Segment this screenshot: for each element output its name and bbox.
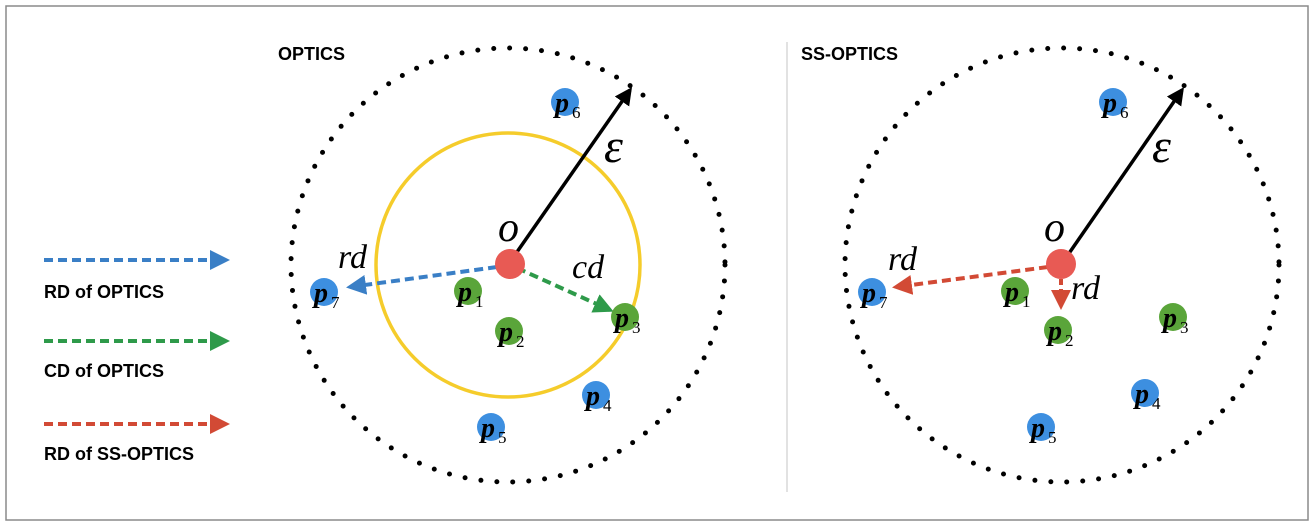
svg-text:p: p (553, 88, 569, 119)
svg-text:p: p (1029, 413, 1045, 444)
svg-text:2: 2 (516, 332, 525, 351)
svg-text:7: 7 (879, 293, 888, 312)
svg-text:1: 1 (475, 292, 484, 311)
ss-optics-epsilon-boundary (842, 45, 1282, 485)
svg-text:p: p (613, 303, 629, 334)
svg-text:2: 2 (1065, 331, 1074, 350)
optics-point-p5: p 5 (477, 413, 507, 447)
optics-rd-arrow (346, 265, 498, 295)
optics-point-p4: p 4 (582, 381, 612, 415)
ss-optics-rd-label-1: rd (888, 241, 918, 278)
svg-text:p: p (497, 317, 513, 348)
legend-rd-ss-optics-label: RD of SS-OPTICS (44, 444, 194, 464)
optics-rd-label: rd (338, 239, 368, 276)
legend: RD of OPTICS CD of OPTICS RD of SS-OPTIC… (44, 250, 230, 464)
svg-text:p: p (1046, 316, 1062, 347)
svg-text:6: 6 (1120, 103, 1129, 122)
optics-epsilon-boundary (288, 45, 728, 485)
ss-optics-epsilon-arrow (1061, 87, 1184, 263)
svg-text:7: 7 (331, 293, 340, 312)
svg-text:p: p (1133, 379, 1149, 410)
svg-text:3: 3 (1180, 318, 1189, 337)
svg-text:5: 5 (498, 428, 507, 447)
optics-panel-title: OPTICS (278, 44, 345, 64)
ss-optics-point-p2: p 2 (1044, 316, 1074, 350)
optics-point-p3: p 3 (611, 303, 641, 337)
ss-optics-epsilon-label: ε (1152, 120, 1171, 173)
figure-border (5, 5, 1309, 521)
ss-optics-point-p1: p 1 (1001, 277, 1031, 311)
svg-text:p: p (312, 278, 328, 309)
svg-text:p: p (456, 277, 472, 308)
ss-optics-point-p7: p 7 (858, 278, 888, 312)
optics-point-p2: p 2 (495, 317, 525, 351)
svg-text:p: p (1101, 88, 1117, 119)
svg-text:p: p (1161, 303, 1177, 334)
optics-epsilon-arrow (508, 87, 633, 264)
ss-optics-point-p4: p 4 (1131, 379, 1161, 413)
optics-point-p7: p 7 (310, 278, 340, 312)
ss-optics-point-p5: p 5 (1027, 413, 1057, 447)
legend-rd-optics-label: RD of OPTICS (44, 282, 164, 302)
optics-center-label: o (498, 205, 519, 251)
optics-core-distance-circle (374, 131, 642, 399)
optics-center-point (495, 249, 525, 279)
svg-text:5: 5 (1048, 428, 1057, 447)
ss-optics-rd-arrow-p7 (892, 265, 1049, 295)
svg-text:p: p (479, 413, 495, 444)
svg-text:1: 1 (1022, 292, 1031, 311)
svg-text:p: p (584, 381, 600, 412)
ss-optics-point-p6: p 6 (1099, 88, 1129, 122)
optics-point-p1: p 1 (454, 277, 484, 311)
optics-point-p6: p 6 (551, 88, 581, 122)
ss-optics-center-label: o (1044, 205, 1065, 251)
svg-text:3: 3 (632, 318, 641, 337)
ss-optics-panel-title: SS-OPTICS (801, 44, 898, 64)
ss-optics-point-p3: p 3 (1159, 303, 1189, 337)
svg-text:4: 4 (1152, 394, 1161, 413)
optics-cd-label: cd (572, 249, 605, 286)
svg-text:p: p (860, 278, 876, 309)
svg-text:6: 6 (572, 103, 581, 122)
optics-panel: OPTICS ε rd cd o p 1 p 2 p 3 p 4 (278, 44, 728, 485)
ss-optics-panel: SS-OPTICS ε rd rd o p 1 p 2 p 3 p 4 (801, 44, 1282, 485)
ss-optics-rd-label-2: rd (1071, 270, 1101, 307)
svg-text:4: 4 (603, 396, 612, 415)
optics-cd-arrow (516, 266, 614, 313)
legend-cd-optics-label: CD of OPTICS (44, 361, 164, 381)
svg-text:p: p (1003, 277, 1019, 308)
optics-epsilon-label: ε (604, 120, 623, 173)
ss-optics-center-point (1046, 249, 1076, 279)
